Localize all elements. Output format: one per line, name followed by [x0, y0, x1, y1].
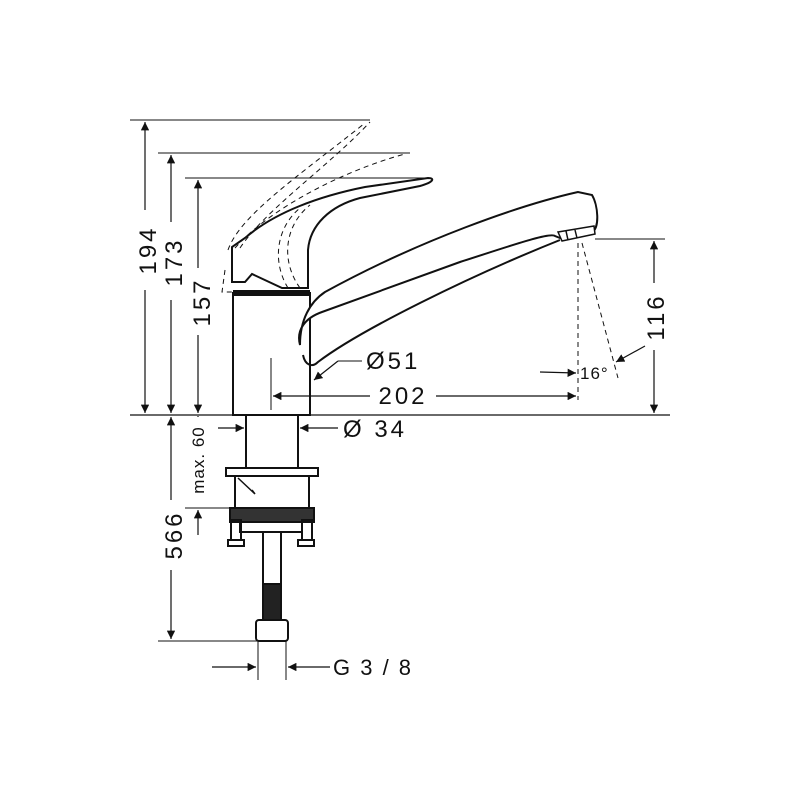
spout: [298, 190, 599, 346]
dimension-diameter-34: Ø 34: [218, 416, 407, 443]
shank: [225, 414, 319, 547]
lever-dashed-positions: [221, 121, 406, 293]
height-extension-lines: [130, 119, 665, 240]
dimension-16-degrees: 16°: [539, 345, 646, 383]
dimension-157: 157: [189, 180, 216, 413]
dimension-max-60: max. 60: [185, 416, 230, 535]
dimension-202: 202: [270, 358, 576, 410]
dim-566-label: 566: [161, 510, 188, 559]
max-60-label: max. 60: [189, 426, 208, 493]
angle-16-label: 16°: [580, 364, 609, 383]
dim-116-label: 116: [643, 293, 670, 340]
dimension-116: 116: [643, 241, 670, 413]
dimension-diameter-51: Ø51: [313, 348, 420, 381]
spout-lower-curve: [302, 239, 561, 367]
dimension-194: 194: [135, 122, 162, 413]
spray-lines: [577, 242, 619, 400]
supply-hose: [255, 531, 289, 642]
dimension-173: 173: [161, 155, 188, 413]
dim-194-label: 194: [135, 225, 162, 274]
dim-173-label: 173: [161, 237, 188, 286]
dim-202-label: 202: [378, 383, 427, 410]
dimension-566: 566: [158, 417, 258, 642]
dim-157-label: 157: [189, 277, 216, 326]
dimension-g-3-8: G 3 / 8: [212, 641, 413, 680]
thread-g38-label: G 3 / 8: [333, 655, 413, 680]
dim-d34-label: Ø 34: [343, 416, 407, 443]
dim-d51-label: Ø51: [366, 348, 420, 375]
aerator: [556, 225, 596, 242]
lever-handle: [231, 176, 434, 289]
